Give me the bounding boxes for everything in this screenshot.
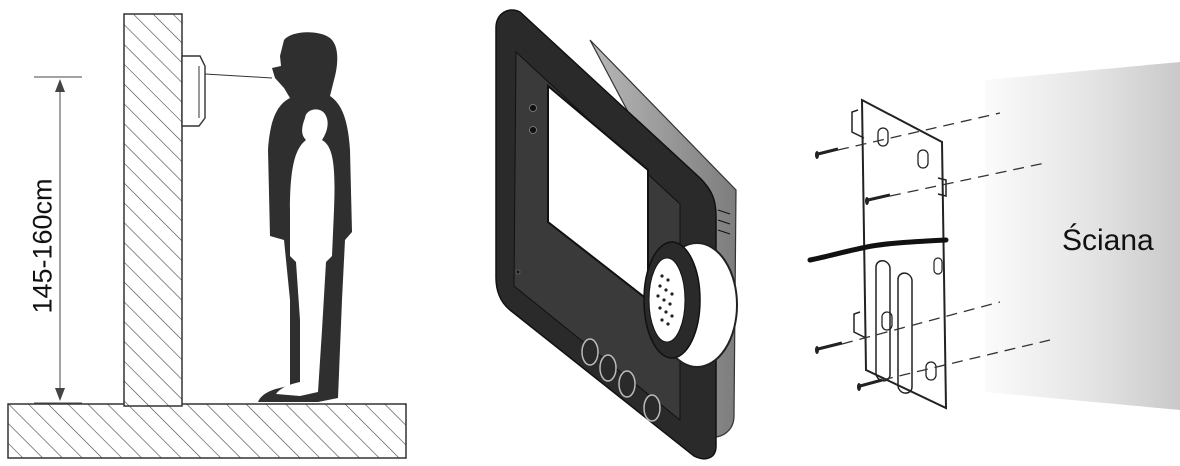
dimension-arrow-icon (34, 76, 82, 404)
cable-icon (807, 237, 949, 263)
screw-icon (857, 378, 883, 391)
wall-label: Ściana (1062, 224, 1154, 257)
mounting-height-label: 145-160cm (27, 178, 58, 314)
speaker-holes (656, 274, 674, 326)
monitor-button-icon (581, 338, 599, 366)
floor-section-icon (7, 403, 407, 459)
monitor-buttons (581, 338, 661, 422)
monitor-button-icon (643, 394, 661, 422)
screw-icon (815, 341, 843, 354)
mounting-guide-lines (837, 112, 1051, 381)
screw-icon (865, 193, 891, 205)
screw-icon (815, 147, 839, 159)
monitor-button-icon (618, 370, 636, 398)
wall-surface-icon (985, 62, 1180, 410)
wall-camera-icon (181, 55, 273, 127)
height-diagram-panel (7, 13, 407, 459)
monitor-panel (495, 9, 738, 460)
video-monitor-icon (495, 9, 737, 460)
monitor-button-icon (599, 354, 617, 382)
child-silhouette-icon (276, 109, 335, 397)
wall-section-icon (123, 13, 183, 407)
mounting-plate-icon (851, 98, 948, 410)
speaker-grille-icon (643, 241, 738, 368)
mounting-panel (807, 62, 1180, 410)
